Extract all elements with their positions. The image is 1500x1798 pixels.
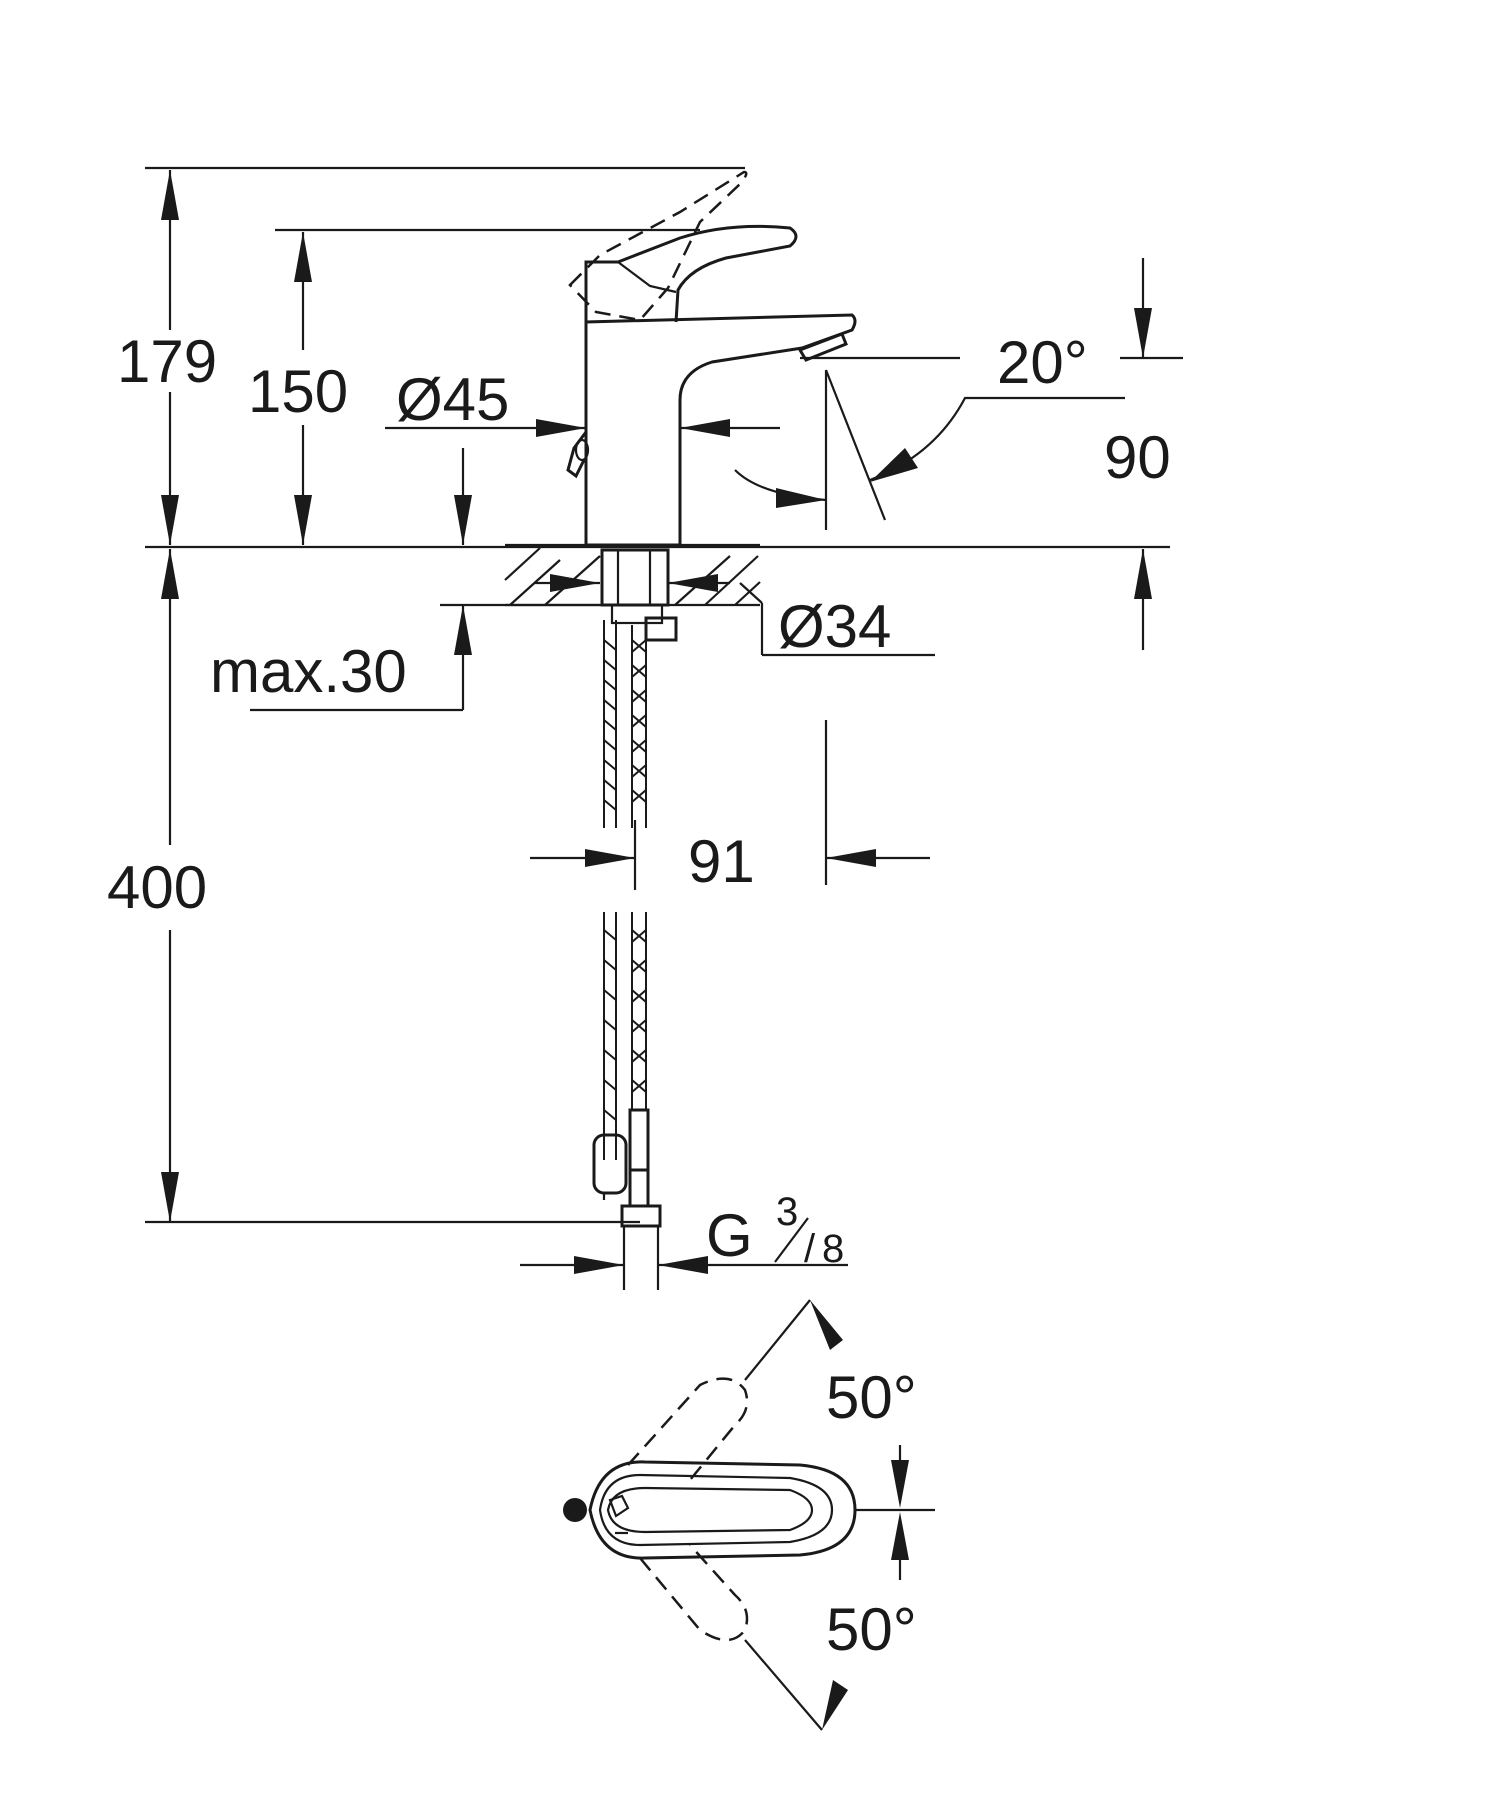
label-angle-50-top: 50° bbox=[826, 1364, 917, 1431]
label-thread-g: G bbox=[706, 1202, 753, 1269]
label-90: 90 bbox=[1104, 424, 1171, 491]
lever-right-position bbox=[639, 1544, 749, 1642]
label-91: 91 bbox=[688, 828, 755, 895]
label-thread-slash: / bbox=[804, 1227, 816, 1271]
label-diameter-34: Ø34 bbox=[778, 593, 891, 660]
label-angle-20: 20° bbox=[997, 329, 1088, 396]
side-knob-cap bbox=[574, 438, 590, 462]
countertop bbox=[145, 543, 1170, 642]
hose-left bbox=[603, 620, 617, 1160]
label-thread-denominator: 8 bbox=[822, 1227, 844, 1271]
label-150: 150 bbox=[248, 358, 348, 425]
label-max-30: max.30 bbox=[210, 638, 407, 705]
label-angle-50-bottom: 50° bbox=[826, 1596, 917, 1663]
lever-left-position bbox=[627, 1377, 749, 1481]
dimension-lines bbox=[145, 166, 1183, 1274]
label-thread-numerator: 3 bbox=[776, 1190, 798, 1234]
lever-closed bbox=[584, 224, 798, 323]
dimension-labels: 179 150 Ø45 20° 90 Ø34 max.30 400 91 G 3… bbox=[107, 328, 1171, 1663]
top-view-knob bbox=[563, 1498, 587, 1522]
label-179: 179 bbox=[117, 328, 217, 395]
faucet-side-view bbox=[566, 170, 857, 547]
aerator bbox=[797, 332, 848, 362]
label-diameter-45: Ø45 bbox=[396, 366, 509, 433]
faucet-top-view bbox=[563, 1299, 935, 1731]
hoses bbox=[592, 620, 662, 1290]
label-400: 400 bbox=[107, 854, 207, 921]
lever-open bbox=[568, 170, 748, 322]
